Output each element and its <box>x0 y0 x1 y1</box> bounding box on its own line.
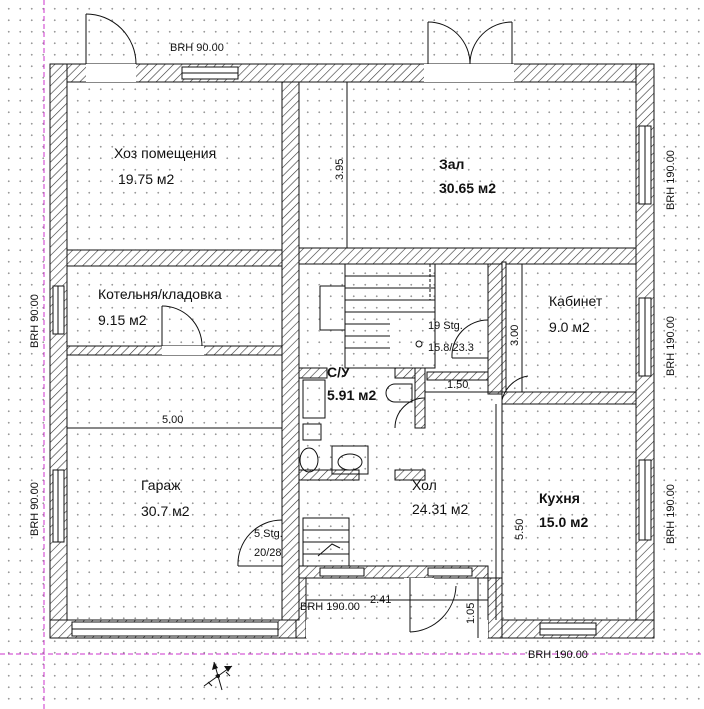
windows <box>52 66 652 637</box>
interior-walls <box>66 81 637 621</box>
window-label-right-bottom: BRH 190.00 <box>665 484 677 544</box>
svg-text:Кухня: Кухня <box>539 490 580 506</box>
svg-text:Кабинет: Кабинет <box>549 293 603 309</box>
room-label-hall: Хол 24.31 м2 <box>412 477 469 517</box>
window-label-bottom-right: BRH 190.00 <box>528 649 588 661</box>
window-label-left-lower: BRH 90.00 <box>29 482 41 536</box>
stair-lower-ratio: 20/28 <box>254 547 282 559</box>
svg-text:Зал: Зал <box>439 156 464 172</box>
svg-text:С/У: С/У <box>327 364 350 380</box>
svg-text:Хол: Хол <box>412 477 437 493</box>
room-label-boiler: Котельня/кладовка 9.15 м2 <box>98 286 222 328</box>
room-outlines <box>66 81 637 621</box>
dimension-lines <box>67 82 523 638</box>
dimension-entrance-depth: 1.05 <box>465 603 477 624</box>
room-label-hall-big: Зал 30.65 м2 <box>439 156 496 196</box>
window-label-bottom-mid: BRH 190.00 <box>300 601 360 613</box>
room-label-bath: С/У 5.91 м2 <box>327 364 376 403</box>
svg-text:30.65 м2: 30.65 м2 <box>439 180 496 196</box>
svg-text:30.7 м2: 30.7 м2 <box>141 503 190 519</box>
svg-text:15.0 м2: 15.0 м2 <box>539 514 588 530</box>
room-label-utility: Хоз помещения 19.75 м2 <box>114 145 216 187</box>
svg-text:Котельня/кладовка: Котельня/кладовка <box>98 286 222 302</box>
dimension-kitchen-depth: 5.50 <box>514 519 526 540</box>
dimension-entrance-width: 2.41 <box>370 594 391 606</box>
north-arrow-icon <box>203 661 233 691</box>
staircase-upper <box>319 263 436 369</box>
window-label-right-top: BRH 190.00 <box>665 150 677 210</box>
svg-text:Гараж: Гараж <box>141 477 181 493</box>
bathroom-fixtures <box>299 379 413 475</box>
stair-upper-ratio: 15.8/23.3 <box>428 342 474 354</box>
svg-text:9.0 м2: 9.0 м2 <box>549 319 590 335</box>
svg-text:Хоз помещения: Хоз помещения <box>114 145 216 161</box>
toilet-icon <box>299 447 319 473</box>
room-label-garage: Гараж 30.7 м2 <box>141 477 190 519</box>
svg-text:19.75 м2: 19.75 м2 <box>118 171 175 187</box>
dimension-garage-width: 5.00 <box>162 414 183 426</box>
room-label-study: Кабинет 9.0 м2 <box>549 293 603 335</box>
window-label-top-left: BRH 90.00 <box>170 42 224 54</box>
stair-upper-steps: 19 Stg. <box>428 320 463 332</box>
bidet-icon <box>385 383 413 403</box>
stair-lower-steps: 5 Stg. <box>254 528 283 540</box>
window-label-left-upper: BRH 90.00 <box>29 294 41 348</box>
window-label-right-mid: BRH 190.00 <box>665 316 677 376</box>
dimension-hall-depth: 3.95 <box>334 159 346 180</box>
svg-text:5.91 м2: 5.91 м2 <box>327 387 376 403</box>
sink-icon <box>331 445 369 475</box>
dimension-study-depth: 3.00 <box>509 325 521 346</box>
svg-text:24.31 м2: 24.31 м2 <box>412 501 469 517</box>
staircase-lower <box>302 517 350 567</box>
room-label-kitchen: Кухня 15.0 м2 <box>539 490 588 530</box>
dimension-corridor: 1.50 <box>447 379 468 391</box>
doors <box>85 13 529 638</box>
svg-text:9.15 м2: 9.15 м2 <box>98 312 147 328</box>
